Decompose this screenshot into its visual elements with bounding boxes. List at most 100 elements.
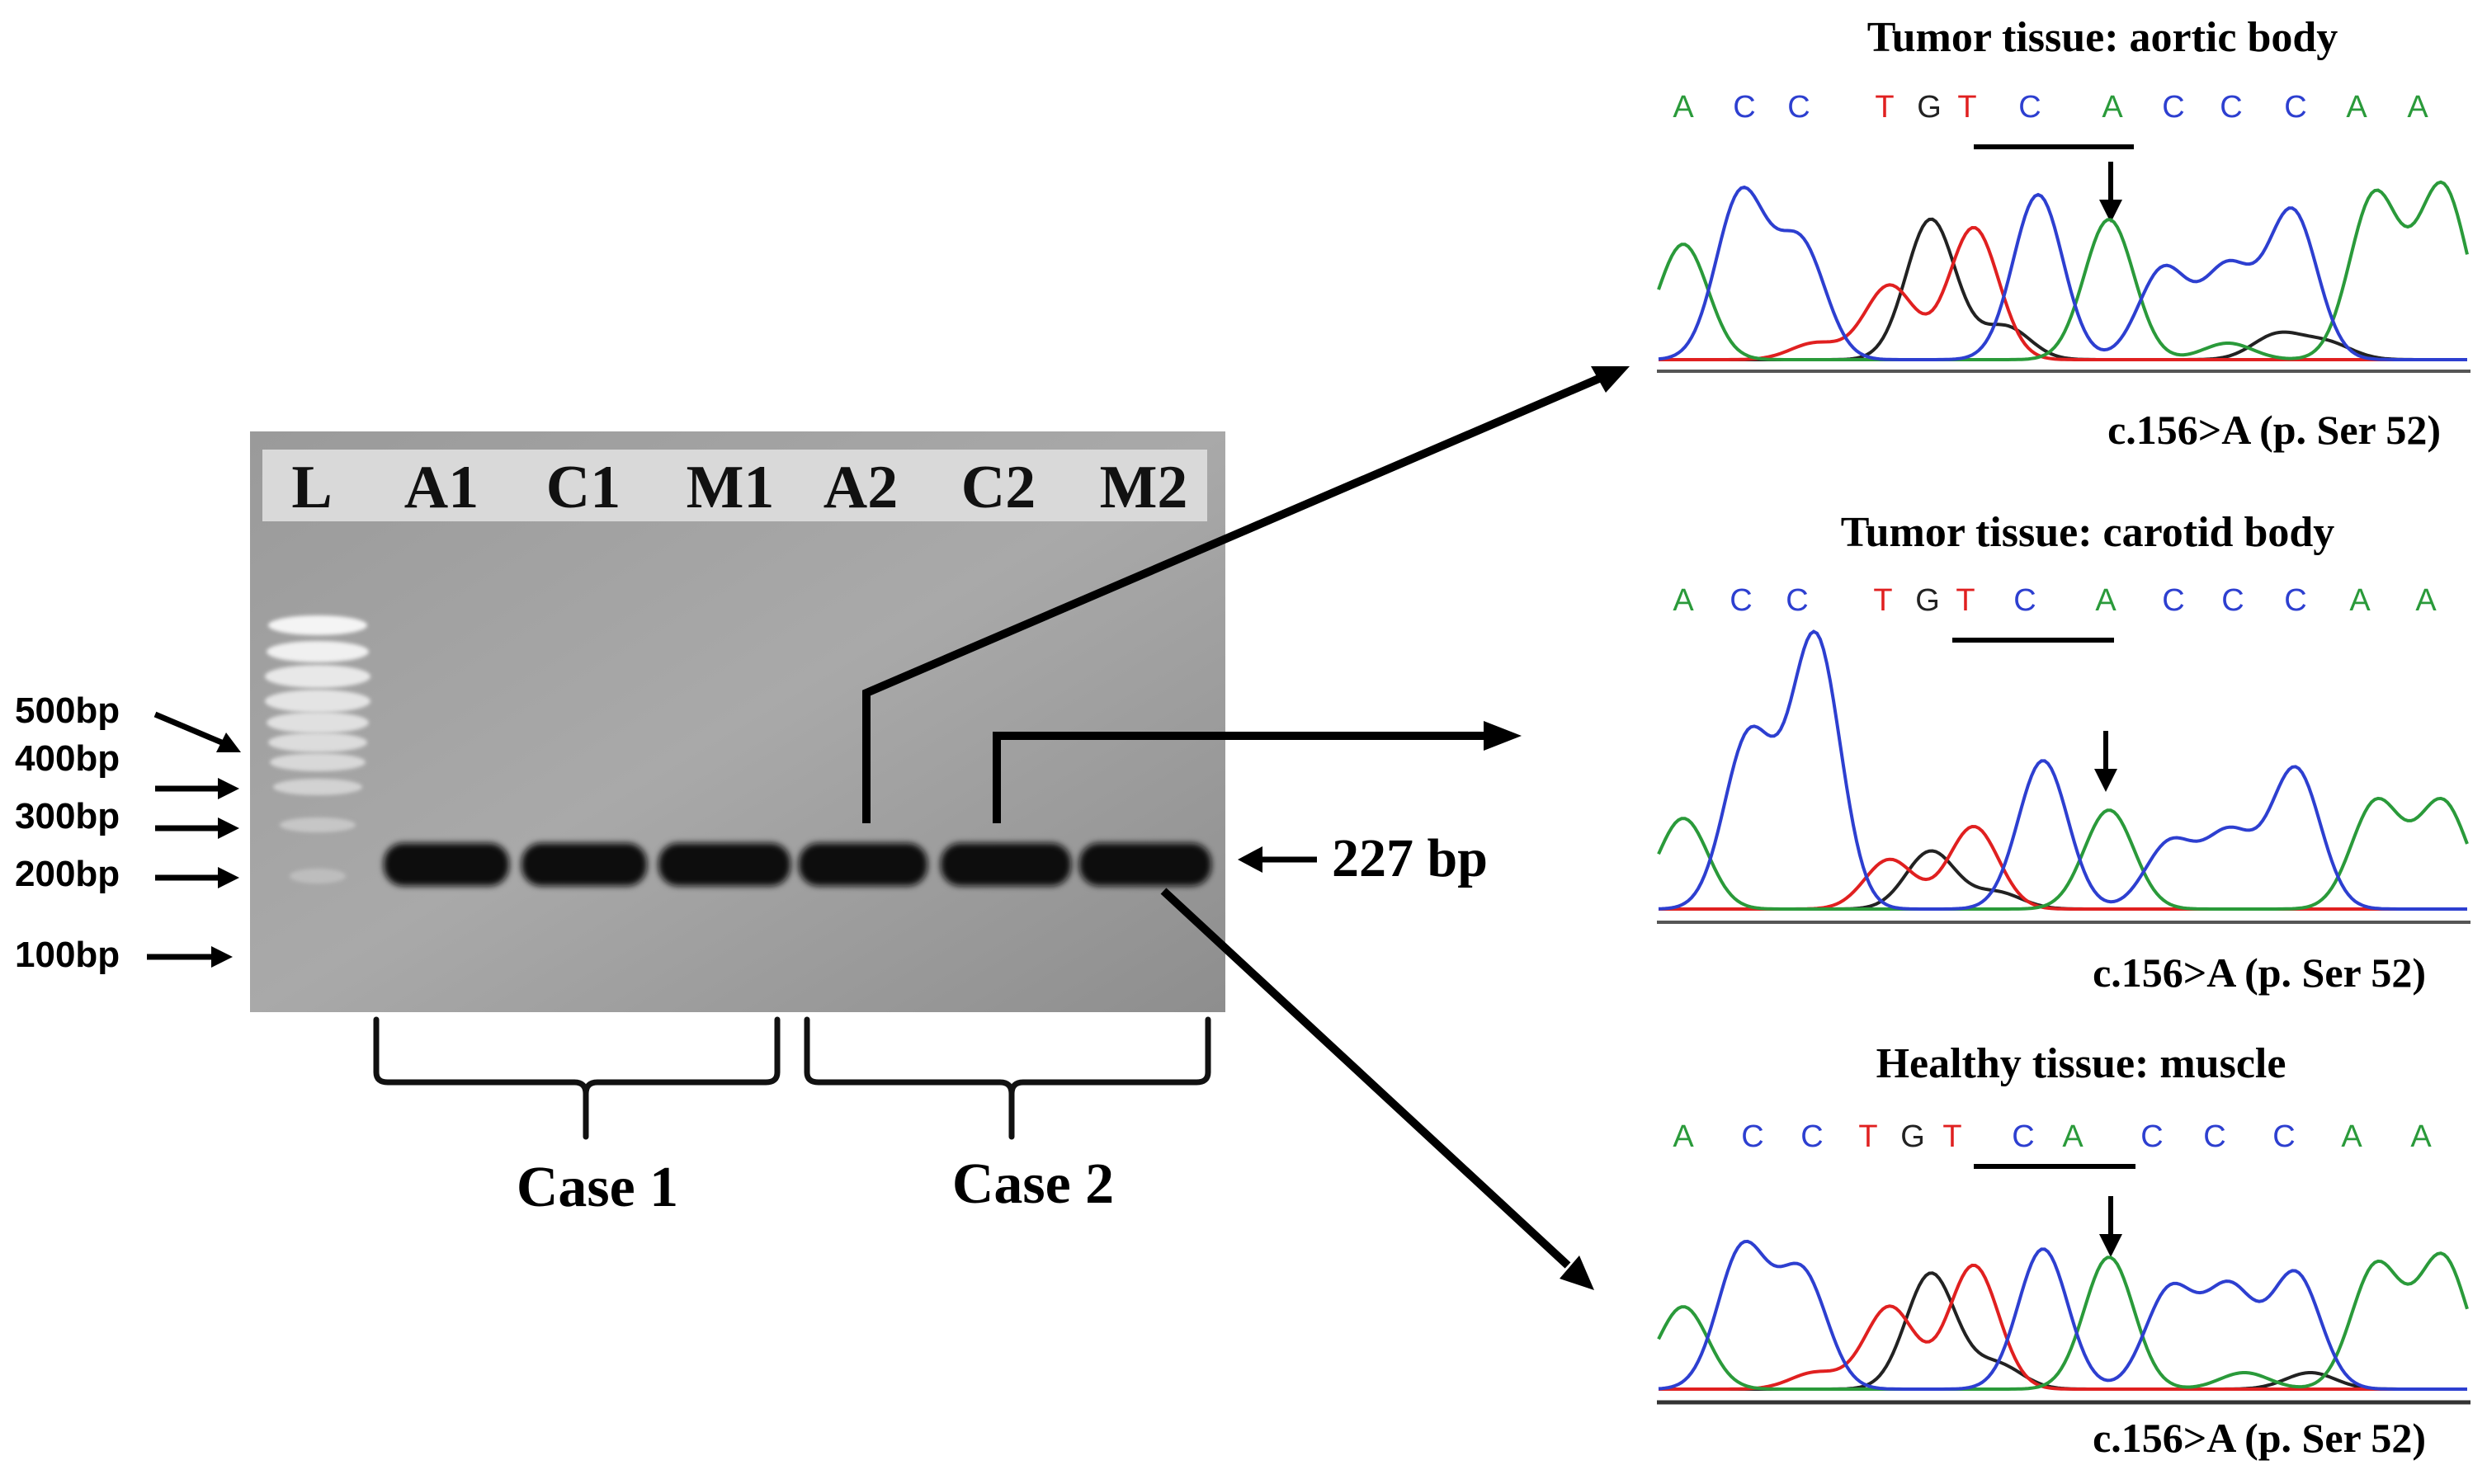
base-call-C: C (2221, 583, 2244, 618)
trace-T (1659, 824, 2467, 911)
base-call-C: C (2013, 583, 2036, 618)
base-call-A: A (2346, 90, 2367, 125)
mutation-label: c.156>A (p. Ser 52) (2107, 407, 2441, 453)
base-call-C: C (2162, 583, 2184, 618)
gel-image: L A1 C1 M1 A2 C2 M2 (250, 431, 1225, 1012)
base-call-G: G (1917, 90, 1942, 125)
case-1-label: Case 1 (517, 1156, 678, 1219)
base-call-A: A (2349, 583, 2371, 618)
base-call-C: C (2220, 90, 2242, 125)
base-call-C: C (2140, 1119, 2163, 1154)
base-call-C: C (2012, 1119, 2034, 1154)
base-call-C: C (2203, 1119, 2225, 1154)
base-call-C: C (2162, 90, 2184, 125)
base-call-G: G (1900, 1119, 1925, 1154)
trace (1657, 629, 2469, 911)
base-call-C: C (1741, 1119, 1763, 1154)
panel-title: Healthy tissue: muscle (1876, 1040, 2286, 1087)
base-call-T: T (1957, 90, 1976, 125)
mutation-arrow (2094, 731, 2117, 792)
trace-T (1659, 225, 2467, 361)
base-call-A: A (2102, 90, 2123, 125)
ladder-label-400: 400bp (15, 738, 120, 779)
base-call-T: T (1875, 90, 1894, 125)
product-size-label: 227 bp (1332, 828, 1488, 888)
base-call-C: C (1787, 90, 1810, 125)
band-C1 (521, 843, 647, 886)
mutation-label: c.156>A (p. Ser 52) (2093, 949, 2426, 996)
base-call-T: T (1873, 583, 1892, 618)
brace-case-1 (373, 1016, 781, 1140)
trace-G (1659, 217, 2467, 361)
lane-label-strip (262, 450, 1207, 521)
band-A2 (799, 843, 927, 886)
trace-C (1658, 185, 2467, 361)
lane-label: M2 (1100, 454, 1188, 521)
case-2-label: Case 2 (952, 1152, 1114, 1216)
lane-label: A2 (823, 454, 898, 521)
band-A1 (384, 843, 509, 886)
band-M2 (1079, 843, 1211, 886)
brace-case-2 (804, 1016, 1211, 1140)
lane-label: M1 (687, 454, 775, 521)
lane-label: C2 (961, 454, 1036, 521)
base-call-A: A (2062, 1119, 2084, 1154)
mutation-arrow (2099, 1196, 2122, 1257)
mutation-arrow (2099, 162, 2122, 223)
base-call-A: A (2407, 90, 2428, 125)
base-call-G: G (1915, 583, 1940, 618)
base-call-A: A (2095, 583, 2117, 618)
ladder-label-200: 200bp (15, 854, 120, 894)
base-call-T: T (1956, 583, 1975, 618)
panel-title: Tumor tissue: carotid body (1841, 509, 2335, 556)
ladder-annotations (147, 711, 241, 968)
arrow-to-carotid (993, 732, 1485, 823)
base-call-C: C (1800, 1119, 1823, 1154)
ladder-label-300: 300bp (15, 796, 120, 836)
panel-title: Tumor tissue: aortic body (1867, 14, 2338, 61)
arrow-to-aortic (862, 374, 1602, 823)
base-call-T: T (1942, 1119, 1961, 1154)
trace-A (1657, 1251, 2469, 1391)
base-call-C: C (1733, 90, 1755, 125)
base-call-C: C (2018, 90, 2041, 125)
band-C2 (941, 843, 1071, 886)
ladder-label-500: 500bp (15, 690, 120, 731)
trace (1657, 180, 2469, 361)
base-call-C: C (2284, 583, 2306, 618)
base-call-A: A (1673, 1119, 1694, 1154)
base-call-C: C (1786, 583, 1808, 618)
band-M1 (658, 843, 790, 886)
base-call-A: A (2341, 1119, 2362, 1154)
connector-arrows (862, 366, 1630, 1290)
lane-label: L (291, 454, 332, 521)
trace-C (1658, 629, 2467, 911)
product-size-marker: 227 bp (1238, 828, 1488, 888)
ladder-label-100: 100bp (15, 935, 120, 975)
base-call-C: C (2284, 90, 2306, 125)
sample-bands (384, 843, 1211, 886)
base-call-A: A (2410, 1119, 2432, 1154)
gel-background (250, 431, 1225, 1012)
base-call-A: A (1673, 90, 1694, 125)
lane-label: A1 (404, 454, 479, 521)
base-call-A: A (1673, 583, 1694, 618)
arrow-to-muscle (1160, 888, 1571, 1269)
case-braces (373, 1016, 1211, 1140)
base-call-A: A (2415, 583, 2437, 618)
trace-T (1659, 1263, 2467, 1391)
mutation-label: c.156>A (p. Ser 52) (2093, 1415, 2426, 1461)
trace (1657, 1239, 2469, 1391)
lane-label: C1 (546, 454, 621, 521)
base-call-C: C (2272, 1119, 2295, 1154)
trace-A (1657, 796, 2469, 911)
trace-C (1658, 1239, 2467, 1391)
trace-A (1657, 180, 2469, 361)
ladder-bands (265, 615, 370, 883)
